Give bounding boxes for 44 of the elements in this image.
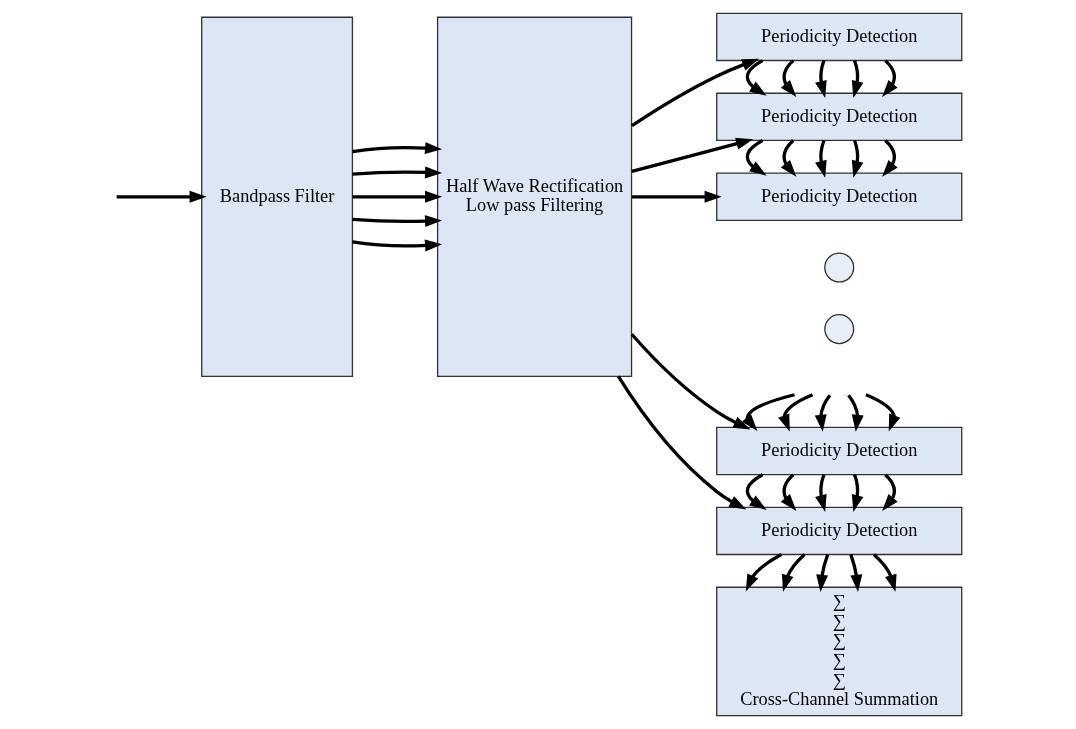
arrow xyxy=(351,142,442,155)
arrow xyxy=(848,554,862,592)
arrow xyxy=(851,140,863,178)
arrow xyxy=(630,137,753,173)
arrow xyxy=(780,139,796,177)
arrow xyxy=(630,333,750,430)
arrow xyxy=(781,553,806,592)
arrow xyxy=(780,473,796,511)
node-box: Half Wave Rectification Low pass Filtering xyxy=(436,16,632,377)
node-box: Bandpass Filter xyxy=(200,16,353,377)
arrow xyxy=(872,553,897,592)
arrow xyxy=(745,59,767,96)
arrow xyxy=(881,473,898,511)
node-circle xyxy=(823,314,854,345)
arrow xyxy=(351,215,442,228)
arrow xyxy=(864,393,900,432)
node-box: Periodicity Detection xyxy=(715,426,962,476)
arrow xyxy=(814,474,827,512)
arrow xyxy=(881,59,898,97)
node-box: ∑ ∑ ∑ ∑ ∑ Cross-Channel Summation xyxy=(715,586,962,717)
arrow xyxy=(745,553,782,592)
arrow xyxy=(351,166,442,179)
node-box: Periodicity Detection xyxy=(715,506,962,556)
arrow xyxy=(851,474,863,512)
arrow xyxy=(780,59,796,97)
arrow xyxy=(881,139,898,177)
arrow xyxy=(631,190,722,203)
node-circle xyxy=(823,252,854,283)
node-box: Periodicity Detection xyxy=(715,92,962,142)
arrow xyxy=(814,60,827,98)
arrow xyxy=(351,239,442,252)
arrow xyxy=(846,394,864,432)
node-box: Periodicity Detection xyxy=(715,12,962,62)
node-box: Periodicity Detection xyxy=(715,172,962,221)
arrow xyxy=(630,58,759,127)
arrow xyxy=(814,394,831,432)
arrow xyxy=(351,190,442,203)
arrow xyxy=(616,375,746,510)
arrow xyxy=(731,393,795,431)
arrow xyxy=(851,60,863,98)
arrow xyxy=(815,554,829,592)
arrow xyxy=(777,393,813,432)
arrow xyxy=(814,140,827,178)
arrow xyxy=(116,190,207,203)
